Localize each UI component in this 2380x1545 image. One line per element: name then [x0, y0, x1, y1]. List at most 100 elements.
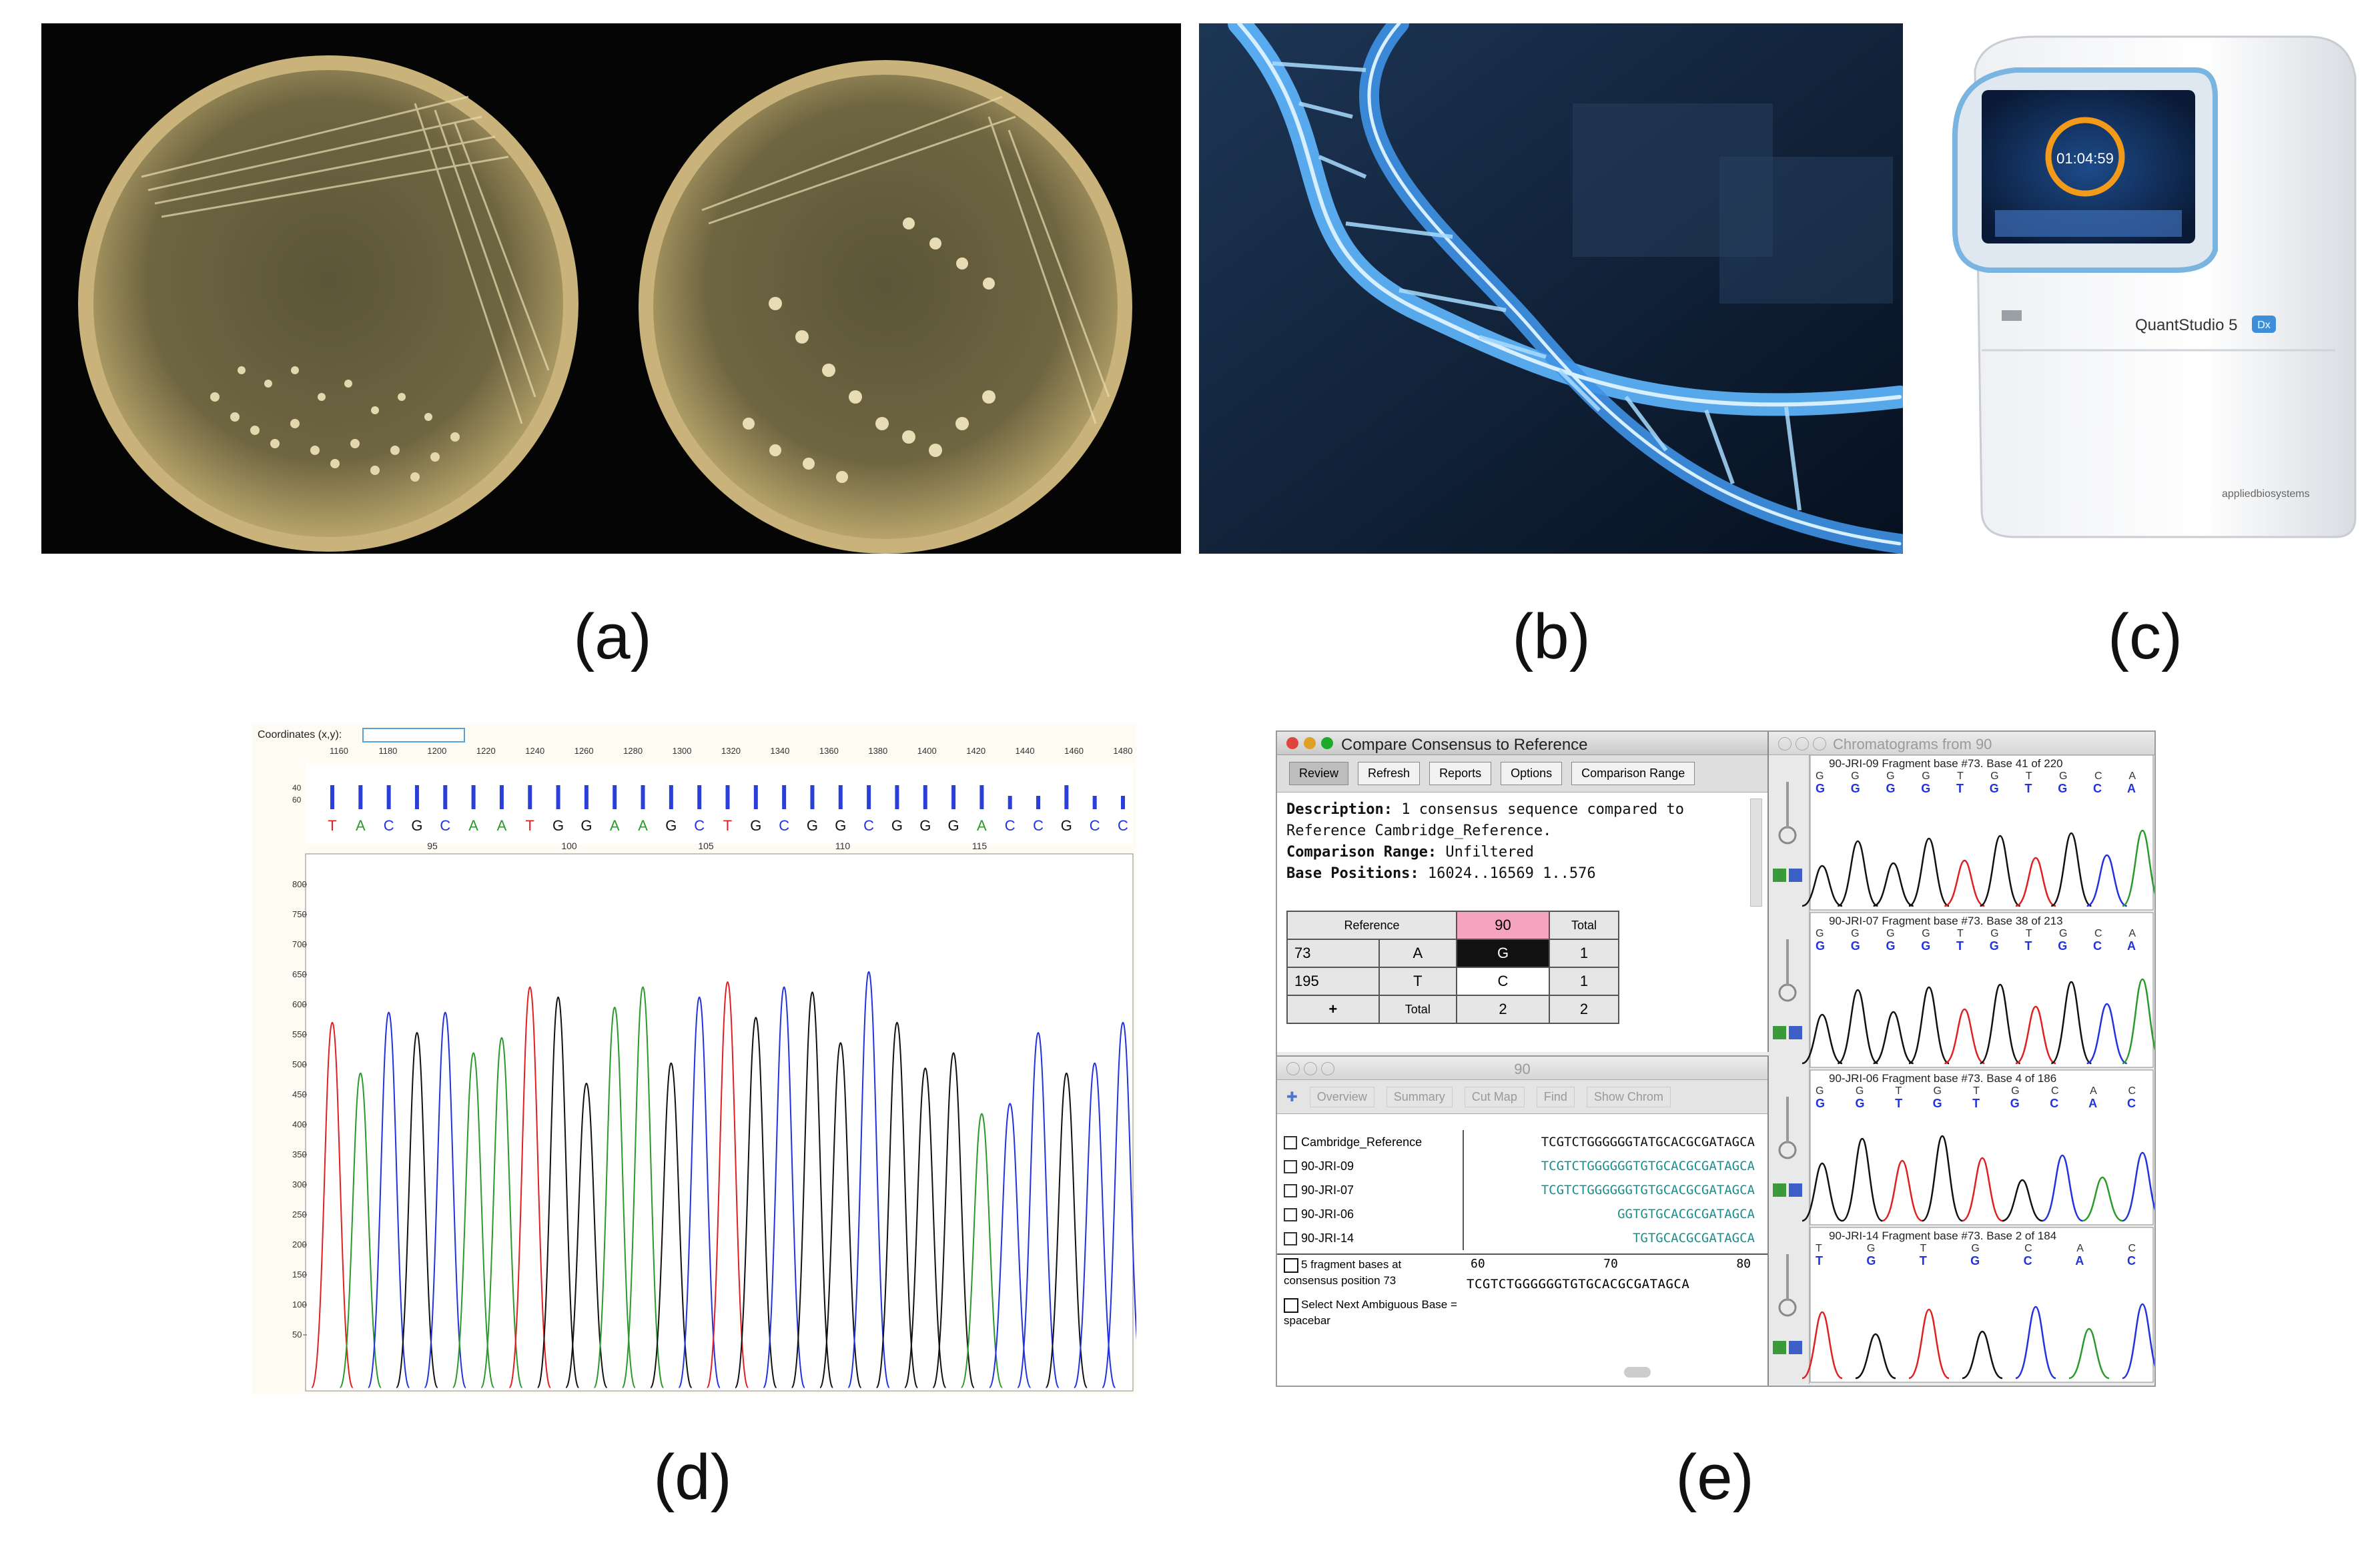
- top-tick-label: 1160: [330, 746, 348, 756]
- trace-peak: [819, 1042, 862, 1388]
- base-c-toggle[interactable]: [1789, 869, 1802, 882]
- base-call: G: [552, 817, 564, 834]
- base-call: G: [807, 817, 818, 834]
- info-icon: [1284, 1298, 1298, 1313]
- tab-cut-map[interactable]: Cut Map: [1464, 1086, 1525, 1107]
- trace-peak: [424, 1011, 467, 1388]
- base-call: C: [384, 817, 394, 834]
- quality-bar: [471, 785, 476, 809]
- minimize-button[interactable]: [1796, 737, 1809, 750]
- base-c-toggle[interactable]: [1789, 1026, 1802, 1039]
- tab-review[interactable]: Review: [1289, 762, 1349, 785]
- add-icon[interactable]: ✚: [1286, 1089, 1298, 1105]
- instrument-image: 01:04:59 QuantStudio 5 Dx appliedbiosyst…: [1952, 35, 2357, 538]
- trace-peak: [593, 1006, 636, 1388]
- total-90: 2: [1456, 995, 1550, 1024]
- y-tick-label: 400: [292, 1119, 307, 1129]
- window-title: 90: [1514, 1061, 1531, 1077]
- trace-peak: [367, 1011, 410, 1388]
- base-call: C: [1090, 817, 1100, 834]
- window-titlebar: Chromatograms from 90: [1769, 732, 2154, 755]
- minimize-button[interactable]: [1304, 1062, 1317, 1075]
- track-peak: [1855, 1333, 1896, 1380]
- zoom-button[interactable]: [1321, 737, 1333, 749]
- alignment-divider: [1277, 1253, 1767, 1255]
- row-total: 1: [1549, 939, 1619, 968]
- zoom-button[interactable]: [1813, 737, 1826, 750]
- close-button[interactable]: [1286, 737, 1298, 749]
- base-a-toggle[interactable]: [1773, 1341, 1786, 1354]
- header-reference: Reference: [1286, 911, 1457, 940]
- top-tick-label: 1400: [917, 746, 937, 756]
- minimize-button[interactable]: [1304, 737, 1316, 749]
- zoom-slider-knob[interactable]: [1778, 826, 1797, 845]
- base-a-toggle[interactable]: [1773, 869, 1786, 882]
- sequence-row: GGTGTGCACGCGATAGCA: [1617, 1207, 1755, 1221]
- sequence-name-item[interactable]: 90-JRI-09: [1284, 1154, 1457, 1178]
- fragment-icon: [1284, 1232, 1297, 1246]
- track-label: 90-JRI-06 Fragment base #73. Base 4 of 1…: [1829, 1072, 2056, 1085]
- zoom-slider-knob[interactable]: [1778, 1141, 1797, 1159]
- base-call: G: [750, 817, 761, 834]
- position-tick: 105: [698, 841, 714, 851]
- row-selected-cell[interactable]: G: [1456, 939, 1550, 968]
- dna-helix-image: [1199, 23, 1903, 554]
- trace-peak: [847, 971, 890, 1388]
- tab-overview[interactable]: Overview: [1309, 1086, 1374, 1107]
- base-call: A: [610, 817, 620, 834]
- quality-bar: [951, 785, 956, 809]
- quality-bar: [556, 785, 560, 809]
- sequence-name-item[interactable]: 90-JRI-14: [1284, 1226, 1457, 1250]
- zoom-slider-knob[interactable]: [1778, 1298, 1797, 1317]
- track-peak: [1837, 989, 1878, 1065]
- coordinates-input[interactable]: [362, 728, 465, 742]
- zoom-slider-knob[interactable]: [1778, 983, 1797, 1002]
- track-peak: [1802, 865, 1843, 907]
- quality-bar: [613, 785, 617, 809]
- trace-peak: [1017, 1031, 1060, 1388]
- close-button[interactable]: [1778, 737, 1792, 750]
- instrument-maker: appliedbiosystems: [2222, 488, 2310, 500]
- tab-find[interactable]: Find: [1536, 1086, 1575, 1107]
- add-row-icon[interactable]: +: [1286, 995, 1380, 1024]
- tab-comparison-range[interactable]: Comparison Range: [1571, 762, 1695, 785]
- top-tick-label: 1280: [623, 746, 643, 756]
- sequence-name-item[interactable]: 90-JRI-07: [1284, 1178, 1457, 1202]
- header-90[interactable]: 90: [1456, 911, 1550, 940]
- top-tick-label: 1220: [476, 746, 496, 756]
- comparison-table: Reference 90 Total 73 A G 1 195 T C 1 + …: [1286, 911, 1619, 1024]
- quality-bar: [867, 785, 871, 809]
- vertical-scrollbar[interactable]: [1750, 799, 1762, 907]
- sequence-name-item[interactable]: Cambridge_Reference: [1284, 1130, 1457, 1154]
- tab-summary[interactable]: Summary: [1386, 1086, 1453, 1107]
- description-text: 1 consensus sequence compared to Referen…: [1286, 801, 1685, 839]
- trace-peak: [932, 1052, 975, 1388]
- base-c-toggle[interactable]: [1789, 1183, 1802, 1197]
- ruler-tick: 80: [1736, 1257, 1751, 1271]
- trace-peak: [621, 986, 665, 1388]
- compare-consensus-window: Compare Consensus to Reference Review Re…: [1277, 732, 1769, 1052]
- track-label: 90-JRI-09 Fragment base #73. Base 41 of …: [1829, 757, 2063, 770]
- ruler-tick: 70: [1603, 1257, 1618, 1271]
- sequence-row: TCGTCTGGGGGGTATGCACGCGATAGCA: [1541, 1135, 1755, 1149]
- tab-refresh[interactable]: Refresh: [1358, 762, 1421, 785]
- base-call: G: [665, 817, 677, 834]
- track-peak: [1882, 1159, 1923, 1222]
- screen-time: 01:04:59: [2056, 150, 2114, 167]
- track-peak: [2122, 1151, 2154, 1222]
- base-c-toggle[interactable]: [1789, 1341, 1802, 1354]
- close-button[interactable]: [1286, 1062, 1300, 1075]
- base-a-toggle[interactable]: [1773, 1026, 1786, 1039]
- sequence-name-item[interactable]: 90-JRI-06: [1284, 1202, 1457, 1226]
- base-call: A: [977, 817, 987, 834]
- row-cell[interactable]: C: [1456, 967, 1550, 996]
- horizontal-scrollbar[interactable]: [1624, 1367, 1651, 1378]
- tab-reports[interactable]: Reports: [1429, 762, 1492, 785]
- tab-options[interactable]: Options: [1501, 762, 1563, 785]
- tab-show-chrom[interactable]: Show Chrom: [1586, 1086, 1671, 1107]
- panel-b-dna-helix: [1199, 23, 1903, 554]
- track-peak: [1873, 862, 1914, 907]
- zoom-button[interactable]: [1321, 1062, 1334, 1075]
- base-call: C: [1005, 817, 1016, 834]
- base-a-toggle[interactable]: [1773, 1183, 1786, 1197]
